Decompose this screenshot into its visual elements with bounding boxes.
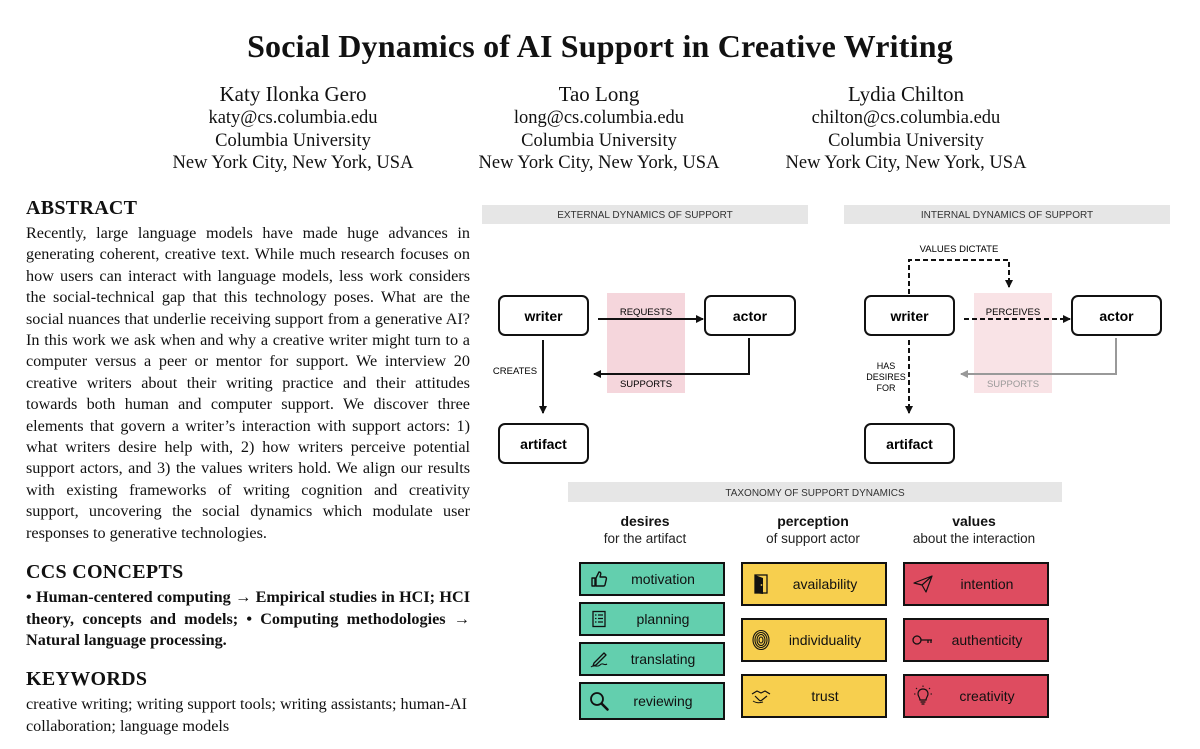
author-affiliation: Columbia University	[215, 130, 371, 151]
author-affiliation: Columbia University	[521, 130, 677, 151]
pen-writing-icon	[581, 644, 617, 674]
thumbs-up-icon	[581, 564, 617, 594]
support-dynamics-figure: EXTERNAL DYNAMICS OF SUPPORT writer acto…	[480, 196, 1180, 736]
fingerprint-icon	[743, 625, 779, 655]
tax-item-label: translating	[630, 651, 696, 667]
column-title: values	[952, 513, 996, 529]
column-title: desires	[620, 513, 670, 529]
author-location: New York City, New York, USA	[478, 153, 720, 173]
author-email: katy@cs.columbia.edu	[208, 108, 378, 128]
tax-item-motivation: motivation	[579, 562, 725, 596]
internal-artifact-node	[864, 423, 955, 464]
external-header-bar	[482, 205, 808, 224]
column-subtitle: about the interaction	[912, 531, 1036, 546]
paper-plane-icon	[905, 569, 941, 599]
abstract-heading: ABSTRACT	[26, 197, 138, 219]
tax-item-label: availability	[792, 576, 858, 592]
magnifier-icon	[581, 686, 617, 716]
internal-writer-label: writer	[889, 308, 929, 324]
author-block-2: Tao Long long@cs.columbia.edu Columbia U…	[439, 82, 759, 175]
external-support-zone	[607, 293, 685, 393]
internal-actor-label: actor	[1099, 308, 1134, 324]
author-affiliation: Columbia University	[828, 130, 984, 151]
author-block-3: Lydia Chilton chilton@cs.columbia.edu Co…	[746, 82, 1066, 175]
external-artifact-label: artifact	[520, 436, 567, 452]
tax-item-individuality: individuality	[741, 618, 887, 662]
external-writer-label: writer	[523, 308, 563, 324]
text-column: ABSTRACT Recently, large language models…	[26, 196, 470, 737]
taxonomy-header-bar	[568, 482, 1062, 502]
external-writer-node	[498, 295, 589, 336]
column-subtitle: of support actor	[766, 531, 860, 546]
column-subtitle: for the artifact	[603, 531, 687, 546]
open-door-icon	[743, 569, 779, 599]
values-dictate-arrow	[908, 259, 1013, 294]
tax-item-availability: availability	[741, 562, 887, 606]
paper-title: Social Dynamics of AI Support in Creativ…	[247, 28, 953, 64]
internal-supports-arrow	[960, 338, 1117, 378]
keywords-text: creative writing; writing support tools;…	[26, 695, 468, 735]
tax-item-trust: trust	[741, 674, 887, 718]
tax-item-label: planning	[636, 611, 690, 627]
desires-column-head: desires for the artifact	[570, 512, 720, 548]
abstract-text: Recently, large language models have mad…	[26, 224, 470, 542]
external-header: EXTERNAL DYNAMICS OF SUPPORT	[557, 210, 733, 221]
author-block-1: Katy Ilonka Gero katy@cs.columbia.edu Co…	[133, 82, 453, 175]
internal-actor-node	[1071, 295, 1162, 336]
tax-item-creativity: creativity	[903, 674, 1049, 718]
figure-svg: EXTERNAL DYNAMICS OF SUPPORT writer acto…	[482, 205, 1170, 502]
ccs-heading: CCS CONCEPTS	[26, 561, 184, 584]
perceives-label: PERCEIVES	[986, 307, 1040, 318]
tax-item-label: individuality	[788, 632, 862, 648]
author-location: New York City, New York, USA	[785, 153, 1027, 173]
external-actor-node	[704, 295, 796, 336]
perception-column-head: perception of support actor	[738, 512, 888, 548]
column-title: perception	[777, 513, 849, 529]
internal-header-bar	[844, 205, 1170, 224]
supports-arrow	[593, 338, 750, 378]
has-desires-label-2: DESIRES	[866, 372, 906, 382]
lightbulb-icon	[905, 681, 941, 711]
checklist-icon	[581, 604, 617, 634]
tax-item-label: trust	[811, 688, 839, 704]
tax-item-planning: planning	[579, 602, 725, 636]
tax-item-intention: intention	[903, 562, 1049, 606]
tax-item-label: motivation	[631, 571, 695, 587]
values-column-head: values about the interaction	[899, 512, 1049, 548]
author-name: Lydia Chilton	[847, 82, 965, 106]
internal-artifact-label: artifact	[886, 436, 933, 452]
internal-header: INTERNAL DYNAMICS OF SUPPORT	[921, 210, 1093, 221]
taxonomy-header: TAXONOMY OF SUPPORT DYNAMICS	[725, 488, 905, 499]
internal-support-zone	[974, 293, 1052, 393]
has-desires-label-3: FOR	[877, 383, 896, 393]
author-email: long@cs.columbia.edu	[513, 108, 685, 128]
internal-writer-node	[864, 295, 955, 336]
key-icon	[905, 625, 941, 655]
author-email: chilton@cs.columbia.edu	[811, 108, 1001, 128]
tax-item-reviewing: reviewing	[579, 682, 725, 720]
supports-label: SUPPORTS	[620, 379, 672, 390]
requests-label: REQUESTS	[620, 307, 672, 318]
has-desires-label-1: HAS	[877, 361, 896, 371]
author-name: Tao Long	[558, 82, 640, 106]
tax-item-label: reviewing	[633, 693, 693, 709]
tax-item-label: authenticity	[951, 632, 1023, 648]
external-artifact-node	[498, 423, 589, 464]
handshake-icon	[743, 681, 779, 711]
ccs-text: • Human-centered computing → Empirical s…	[26, 588, 470, 649]
author-name: Katy Ilonka Gero	[219, 82, 367, 106]
values-dictate-label: VALUES DICTATE	[920, 244, 999, 255]
tax-item-label: intention	[960, 576, 1014, 592]
creates-label: CREATES	[493, 366, 537, 377]
tax-item-translating: translating	[579, 642, 725, 676]
author-location: New York City, New York, USA	[172, 153, 414, 173]
internal-supports-label: SUPPORTS	[987, 379, 1039, 390]
tax-item-label: creativity	[959, 688, 1015, 704]
tax-item-authenticity: authenticity	[903, 618, 1049, 662]
keywords-heading: KEYWORDS	[26, 668, 148, 691]
external-actor-label: actor	[733, 308, 768, 324]
